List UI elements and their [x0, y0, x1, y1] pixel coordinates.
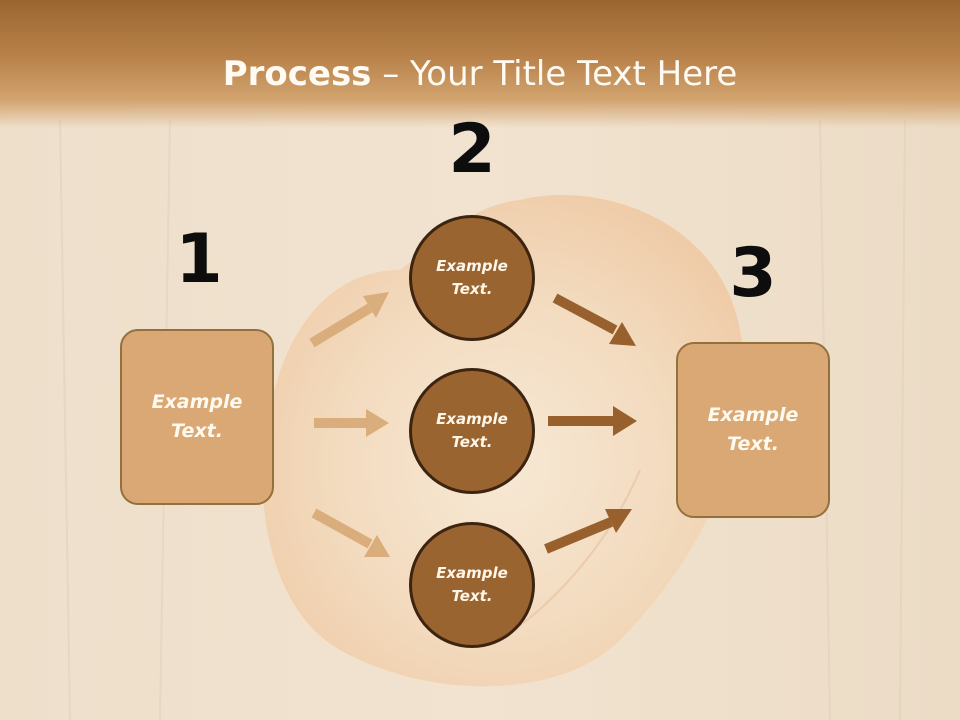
- left-box[interactable]: Example Text.: [120, 329, 274, 505]
- circle-bottom-text: Example Text.: [436, 564, 508, 605]
- circle-step-middle[interactable]: Example Text.: [409, 368, 535, 494]
- header-band: [0, 0, 960, 128]
- arrow-in-bottom: [311, 508, 390, 557]
- title-bold: Process: [222, 54, 372, 94]
- arrow-out-top: [552, 293, 636, 346]
- circle-middle-text: Example Text.: [436, 410, 508, 451]
- circle-top-text: Example Text.: [436, 257, 508, 298]
- step-number-2: 2: [448, 110, 496, 189]
- slide-title: Process – Your Title Text Here: [0, 52, 960, 96]
- circle-step-bottom[interactable]: Example Text.: [409, 522, 535, 648]
- title-rest: – Your Title Text Here: [371, 54, 738, 94]
- arrow-in-middle: [314, 409, 389, 437]
- circle-step-top[interactable]: Example Text.: [409, 215, 535, 341]
- step-number-1: 1: [175, 220, 223, 299]
- arrow-in-top: [309, 292, 389, 348]
- arrow-out-middle: [548, 406, 637, 436]
- left-box-text: Example Text.: [151, 391, 243, 442]
- step-number-3: 3: [729, 234, 777, 313]
- arrow-out-bottom: [544, 509, 632, 554]
- right-box[interactable]: Example Text.: [676, 342, 830, 518]
- right-box-text: Example Text.: [707, 404, 799, 455]
